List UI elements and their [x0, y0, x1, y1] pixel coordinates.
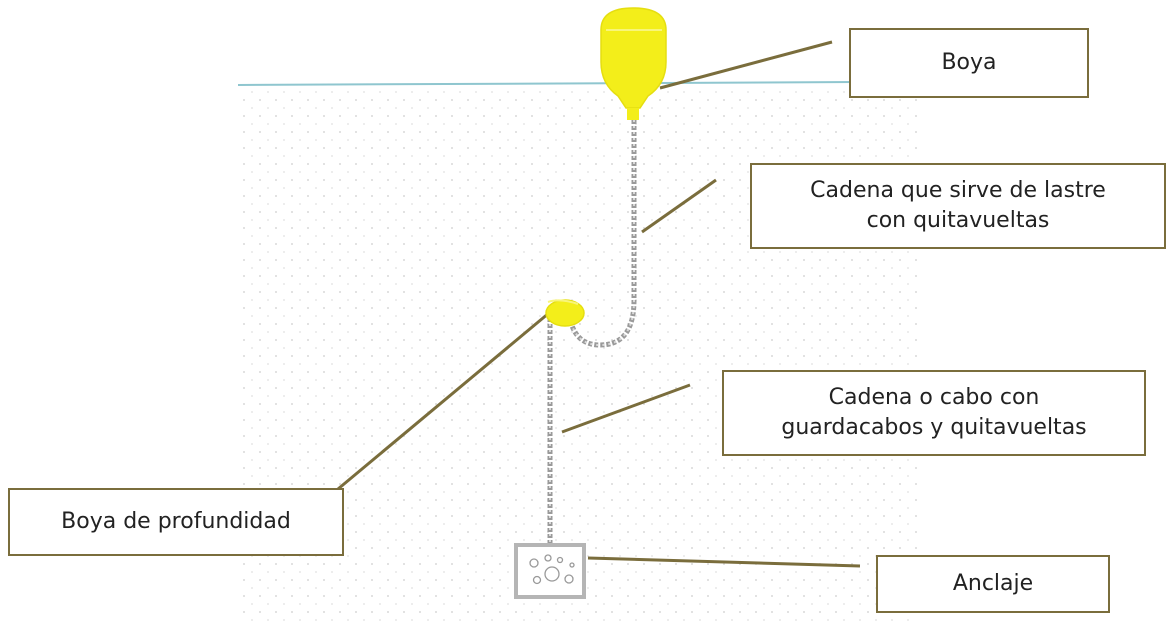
- label-cadena-lastre-line2: con quitavueltas: [866, 208, 1050, 233]
- surface-buoy: [600, 7, 667, 120]
- label-cadena-guardacabos-line1: Cadena o cabo con: [828, 385, 1040, 410]
- label-anclaje-text: Anclaje: [952, 571, 1034, 596]
- leader-line-profundidad: [337, 311, 550, 491]
- label-boya-text: Boya: [941, 50, 997, 75]
- ballast-chain: [567, 120, 637, 348]
- label-cadena-lastre: Cadena que sirve de lastre con quitavuel…: [750, 163, 1166, 249]
- leader-line-anclaje: [587, 556, 861, 568]
- label-cadena-guardacabos: Cadena o cabo con guardacabos y quitavue…: [722, 370, 1146, 456]
- anchor-block: [514, 543, 586, 599]
- label-cadena-guardacabos-line2: guardacabos y quitavueltas: [781, 415, 1087, 440]
- leader-line-guarda: [561, 383, 691, 434]
- label-boya-profundidad-text: Boya de profundidad: [61, 509, 291, 534]
- label-anclaje: Anclaje: [876, 555, 1110, 613]
- deep-buoy: [545, 299, 585, 327]
- label-cadena-lastre-line1: Cadena que sirve de lastre: [810, 178, 1106, 203]
- water-surface-line: [237, 81, 859, 86]
- leader-line-boya: [659, 40, 833, 90]
- label-boya-profundidad: Boya de profundidad: [8, 488, 344, 556]
- label-boya: Boya: [849, 28, 1089, 98]
- leader-line-lastre: [641, 178, 717, 234]
